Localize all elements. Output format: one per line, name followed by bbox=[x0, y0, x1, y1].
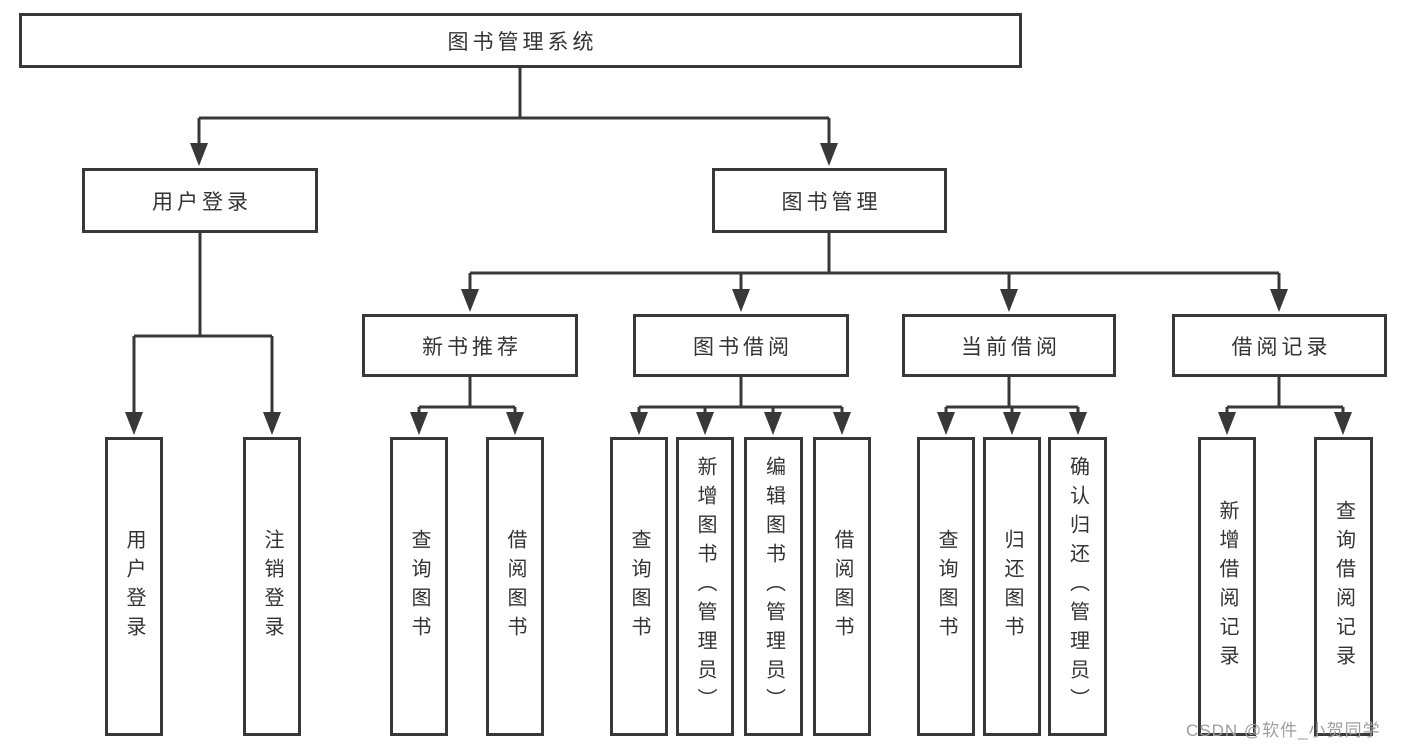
leaf-query-borrow-record: 查询借阅记录 bbox=[1314, 437, 1373, 736]
leaf-query-books-current-label: 查询图书 bbox=[935, 528, 957, 645]
arrowhead bbox=[696, 412, 714, 435]
arrowheads bbox=[125, 143, 1352, 435]
leaf-return-book: 归还图书 bbox=[983, 437, 1041, 736]
node-root-label: 图书管理系统 bbox=[447, 30, 598, 54]
leaf-borrow-books-borrow-label: 借阅图书 bbox=[831, 528, 853, 645]
leaf-logout-label: 注销登录 bbox=[261, 528, 283, 645]
connector-paths bbox=[132, 68, 1345, 415]
arrowhead bbox=[263, 412, 281, 435]
leaf-query-books-current: 查询图书 bbox=[917, 437, 975, 736]
connector-new-book-children bbox=[417, 377, 517, 415]
connector-borrow-record-children bbox=[1225, 377, 1345, 415]
leaf-edit-book-admin-label: 编辑图书（管理员） bbox=[762, 456, 785, 717]
leaf-query-books-recommend-label: 查询图书 bbox=[408, 528, 430, 645]
leaf-add-book-admin-label: 新增图书（管理员） bbox=[694, 456, 716, 717]
leaf-edit-book-admin: 编辑图书（管理员） bbox=[744, 437, 803, 736]
leaf-add-borrow-record-label: 新增借阅记录 bbox=[1216, 499, 1238, 674]
arrowhead bbox=[190, 143, 208, 166]
leaf-query-books-borrow: 查询图书 bbox=[610, 437, 668, 736]
leaf-query-books-borrow-label: 查询图书 bbox=[628, 528, 650, 645]
arrowhead bbox=[1000, 289, 1018, 312]
arrowhead bbox=[1334, 412, 1352, 435]
leaf-user-login-label: 用户登录 bbox=[123, 528, 145, 645]
leaf-confirm-return-admin-label: 确认归还（管理员） bbox=[1066, 456, 1089, 717]
leaf-add-borrow-record: 新增借阅记录 bbox=[1198, 437, 1256, 736]
arrowhead bbox=[461, 289, 479, 312]
arrowhead bbox=[1069, 412, 1087, 435]
node-new-book-recommend: 新书推荐 bbox=[362, 314, 578, 377]
node-current-borrow: 当前借阅 bbox=[902, 314, 1116, 377]
connector-book-borrow-children bbox=[637, 377, 844, 415]
leaf-borrow-books-borrow: 借阅图书 bbox=[813, 437, 871, 736]
node-current-borrow-label: 当前借阅 bbox=[961, 335, 1061, 359]
arrowhead bbox=[1003, 412, 1021, 435]
leaf-logout: 注销登录 bbox=[243, 437, 301, 736]
arrowhead bbox=[732, 289, 750, 312]
node-root: 图书管理系统 bbox=[19, 13, 1022, 68]
arrowhead bbox=[630, 412, 648, 435]
leaf-borrow-books-recommend: 借阅图书 bbox=[486, 437, 544, 736]
arrowhead bbox=[125, 412, 143, 435]
arrowhead bbox=[833, 412, 851, 435]
arrowhead bbox=[1218, 412, 1236, 435]
connector-root-to-level2 bbox=[197, 68, 831, 146]
arrowhead bbox=[937, 412, 955, 435]
watermark: CSDN @软件_小贺同学 bbox=[1186, 721, 1381, 740]
leaf-confirm-return-admin: 确认归还（管理员） bbox=[1048, 437, 1107, 736]
arrowhead bbox=[1270, 289, 1288, 312]
node-new-book-recommend-label: 新书推荐 bbox=[422, 335, 522, 359]
leaf-query-books-recommend: 查询图书 bbox=[390, 437, 448, 736]
node-book-borrow-label: 图书借阅 bbox=[693, 335, 793, 359]
leaf-add-book-admin: 新增图书（管理员） bbox=[676, 437, 734, 736]
leaf-borrow-books-recommend-label: 借阅图书 bbox=[504, 528, 526, 645]
arrowhead bbox=[506, 412, 524, 435]
arrowhead bbox=[764, 412, 782, 435]
leaf-return-book-label: 归还图书 bbox=[1001, 528, 1023, 645]
node-book-management-label: 图书管理 bbox=[781, 190, 882, 214]
connector-user-login-children bbox=[132, 233, 274, 415]
node-user-login-label: 用户登录 bbox=[152, 190, 252, 214]
arrowhead bbox=[410, 412, 428, 435]
connector-current-borrow-children bbox=[944, 377, 1080, 415]
node-borrow-record: 借阅记录 bbox=[1172, 314, 1387, 377]
leaf-user-login: 用户登录 bbox=[105, 437, 163, 736]
node-user-login: 用户登录 bbox=[82, 168, 318, 233]
arrowhead bbox=[820, 143, 838, 166]
connector-book-management-children bbox=[468, 233, 1281, 292]
node-book-borrow: 图书借阅 bbox=[633, 314, 849, 377]
leaf-query-borrow-record-label: 查询借阅记录 bbox=[1332, 499, 1355, 674]
node-borrow-record-label: 借阅记录 bbox=[1231, 335, 1332, 359]
node-book-management: 图书管理 bbox=[712, 168, 947, 233]
